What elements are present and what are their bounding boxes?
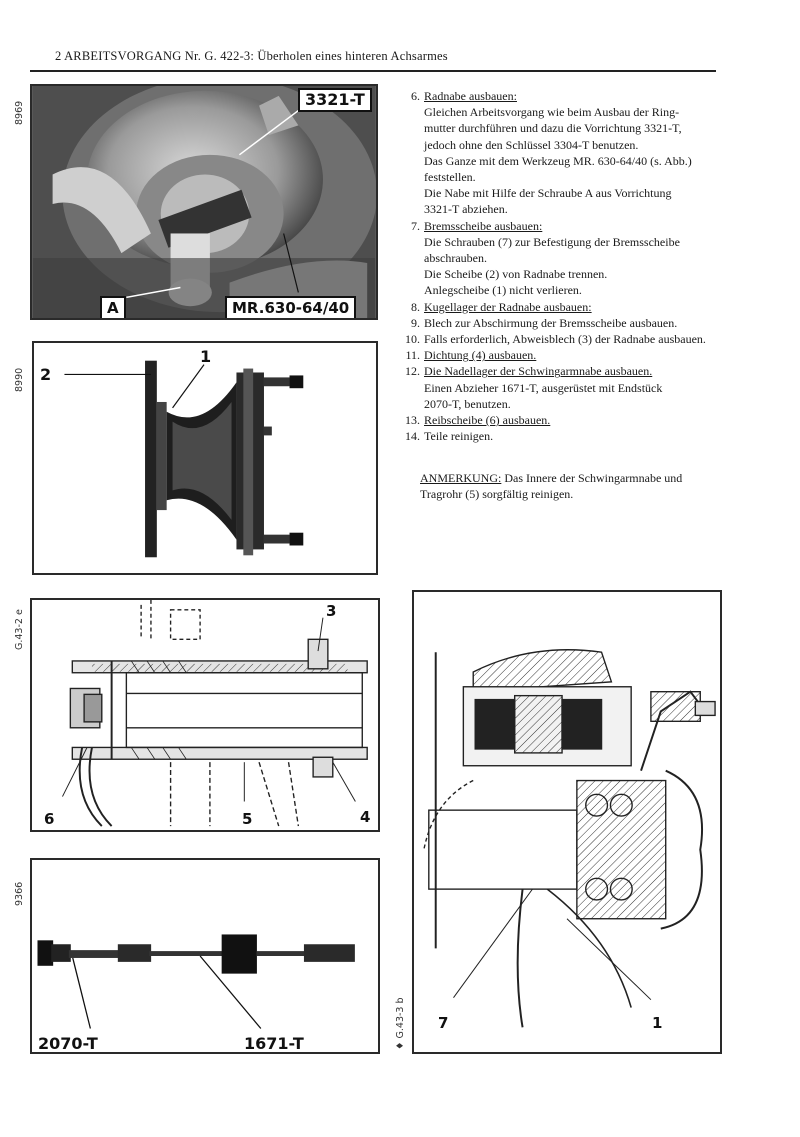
step-number: 14.	[405, 429, 420, 444]
step-number: 12.	[405, 364, 420, 379]
fig3-label-6: 6	[44, 810, 55, 828]
fig5-label-7: 7	[438, 1014, 449, 1032]
step-3: 8. Kugellager der Radnabe ausbauen:	[396, 299, 776, 315]
step-number: 10.	[405, 332, 420, 347]
step-line: Falls erforderlich, Abweisblech (3) der …	[424, 332, 706, 347]
note-text-1: Das Innere der Schwingarmnabe und	[504, 471, 683, 485]
step-line: 2070-T, benutzen.	[424, 396, 511, 411]
step-title: Reibscheibe (6) ausbauen.	[424, 413, 551, 428]
fig3-label-3: 3	[326, 602, 337, 620]
side-code-8990: 8990	[14, 367, 25, 392]
page-header: 2 ARBEITSVORGANG Nr. G. 422-3: Überholen…	[55, 49, 448, 63]
step-line: Blech zur Abschirmung der Bremsscheibe a…	[424, 315, 678, 330]
step-title: Dichtung (4) ausbauen.	[424, 348, 537, 363]
fig3-label-5: 5	[242, 810, 253, 828]
step-line: jedoch ohne den Schlüssel 3304-T benutze…	[424, 137, 639, 152]
step-body: Blech zur Abschirmung der Bremsscheibe a…	[424, 315, 776, 331]
step-line: abschrauben.	[424, 251, 487, 266]
procedure-steps: 6. Radnabe ausbauen: Gleichen Arbeitsvorga…	[396, 88, 776, 444]
step-body: Bremsscheibe ausbauen:Die Schrauben (7) …	[424, 218, 776, 299]
step-line: 3321-T abziehen.	[424, 202, 508, 217]
step-body: Die Nadellager der Schwingarmnabe ausbau…	[424, 363, 776, 412]
brake-disc-illustration	[64, 360, 304, 558]
figure-hub-cross-section: 7 1	[412, 590, 722, 1054]
step-line: Einen Abzieher 1671-T, ausgerüstet mit E…	[424, 380, 663, 395]
fig2-label-2: 2	[40, 365, 52, 384]
step-9: 14. Teile reinigen.	[396, 428, 776, 444]
fig4-label-2070t: 2070-T	[38, 1034, 98, 1053]
figure-hub-puller-photo: 3321-T A MR.630-64/40	[30, 84, 378, 320]
step-body: Teile reinigen.	[424, 428, 776, 444]
side-code-g43-2e: G.43-2 e	[14, 609, 25, 650]
fig3-label-4: 4	[360, 808, 371, 826]
step-line: Die Nabe mit Hilfe der Schraube A aus Vo…	[424, 186, 672, 201]
step-body: Kugellager der Radnabe ausbauen:	[424, 299, 776, 315]
step-number: 8.	[411, 299, 420, 314]
step-body: Radnabe ausbauen: Gleichen Arbeitsvorgang…	[424, 88, 776, 218]
step-2: 7. Bremsscheibe ausbauen:Die Schrauben (7…	[396, 218, 776, 299]
step-line: Die Scheibe (2) von Radnabe trennen.	[424, 267, 608, 282]
step-title: Die Nadellager der Schwingarmnabe ausbau…	[424, 364, 653, 379]
step-title: Radnabe ausbauen:	[424, 89, 517, 103]
step-1: 6. Radnabe ausbauen: Gleichen Arbeitsvorga…	[396, 88, 776, 218]
step-line: Die Schrauben (7) zur Befestigung der Br…	[424, 234, 680, 249]
step-number: 13.	[405, 413, 420, 428]
step-line: Anlegscheibe (1) nicht verlieren.	[424, 283, 582, 298]
step-body: Falls erforderlich, Abweisblech (3) der …	[424, 331, 776, 347]
step-line: mutter durchführen und dazu die Vorricht…	[424, 121, 682, 136]
note-label: ANMERKUNG:	[420, 471, 502, 485]
step-8: 13. Reibscheibe (6) ausbauen.	[396, 412, 776, 428]
figure-swingarm-section: 3 6 5 4	[30, 598, 380, 832]
step-body: Reibscheibe (6) ausbauen.	[424, 412, 776, 428]
header-rule	[30, 70, 716, 72]
step-number: 11.	[405, 348, 420, 363]
step-number: 6.	[411, 89, 420, 103]
step-7: 12. Die Nadellager der Schwingarmnabe aus…	[396, 363, 776, 412]
fig2-label-1: 1	[200, 347, 212, 366]
step-5: 10. Falls erforderlich, Abweisblech (3) d…	[396, 331, 776, 347]
side-code-g43-3b: ♦ G.43-3 b	[395, 997, 406, 1050]
step-title: Kugellager der Radnabe ausbauen:	[424, 299, 592, 314]
step-body: Dichtung (4) ausbauen.	[424, 347, 776, 363]
hub-cross-section-illustration	[423, 649, 716, 1028]
fig4-label-1671t: 1671-T	[244, 1034, 304, 1053]
step-6: 11. Dichtung (4) ausbauen.	[396, 347, 776, 363]
side-code-9366: 9366	[14, 881, 25, 906]
step-line: feststellen.	[424, 170, 476, 185]
fig1-tool2-label: MR.630-64/40	[225, 296, 357, 318]
step-number: 9.	[411, 315, 420, 330]
puller-tool-illustration	[37, 934, 355, 1029]
step-line: Gleichen Arbeitsvorgang wie beim Ausbau …	[424, 105, 680, 120]
hub-puller-illustration	[32, 86, 376, 318]
fig1-screw-a-label: A	[100, 296, 126, 318]
step-title: Bremsscheibe ausbauen:	[424, 218, 543, 233]
figure-brake-disc: 2 1	[32, 341, 378, 575]
step-4: 9. Blech zur Abschirmung der Bremsscheibe…	[396, 315, 776, 331]
step-number: 7.	[411, 218, 420, 233]
step-line: Das Ganze mit dem Werkzeug MR. 630-64/40…	[424, 153, 692, 168]
step-line: Teile reinigen.	[424, 429, 494, 444]
note-text-2: Tragrohr (5) sorgfältig reinigen.	[420, 487, 574, 502]
swingarm-section-illustration	[62, 600, 368, 827]
fig5-label-1: 1	[652, 1014, 663, 1032]
figure-puller-tool: 2070-T 1671-T	[30, 858, 380, 1054]
note-block: ANMERKUNG: Das Innere der Schwingarmnabe…	[420, 470, 770, 502]
side-code-8969: 8969	[14, 100, 25, 125]
fig1-tool-label: 3321-T	[298, 88, 372, 112]
